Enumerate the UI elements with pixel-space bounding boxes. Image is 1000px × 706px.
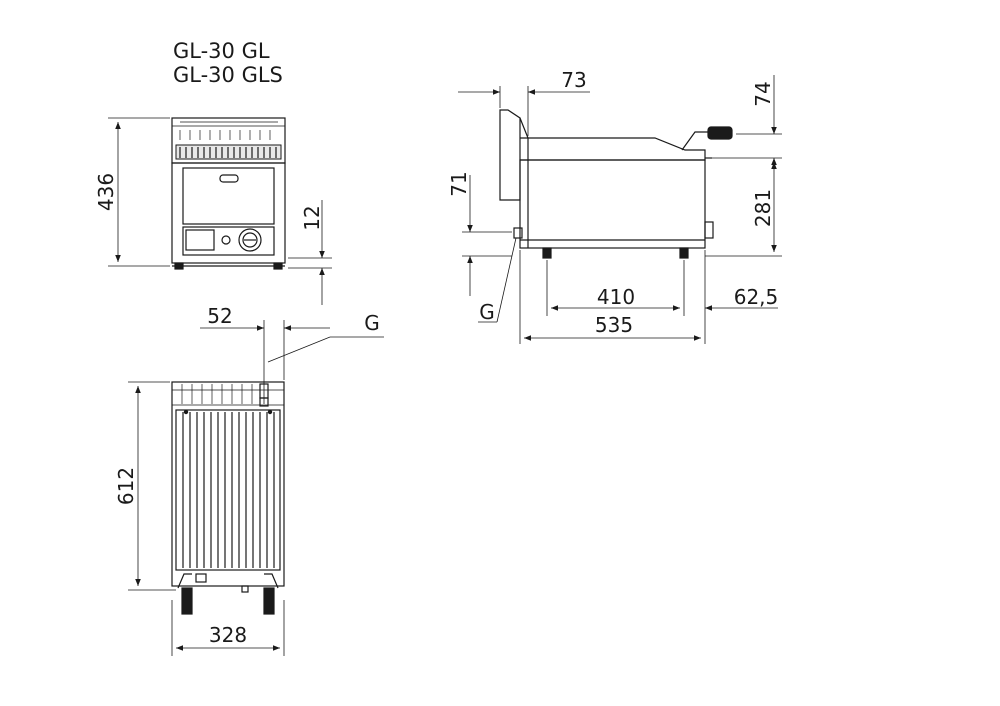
grill-grate [175, 409, 281, 571]
grate-bars [182, 412, 275, 568]
side-handle [681, 131, 710, 151]
gas-label-top: G [364, 311, 380, 335]
leg-left [181, 587, 193, 615]
front-height-label: 436 [94, 173, 118, 211]
model-title-1: GL-30 GL [173, 39, 270, 63]
gas-height-label: 71 [447, 171, 471, 196]
top-slots [181, 384, 253, 404]
handle-height-label: 74 [751, 81, 775, 106]
depth-label: 612 [114, 467, 138, 505]
side-body [519, 159, 706, 249]
dim-depth: 612 [114, 381, 176, 591]
control-panel [182, 226, 275, 256]
gas-label-side: G [479, 300, 495, 324]
side-view [499, 109, 733, 259]
model-title-2: GL-30 GLS [173, 63, 283, 87]
dim-gas-offset: 52 [200, 304, 330, 404]
dim-handle-height: 74 [712, 75, 782, 166]
side-foot-front [542, 247, 552, 259]
grill-bars-front [179, 147, 277, 158]
dim-rear-offset: 62,5 [705, 285, 779, 311]
top-offset-label: 73 [561, 68, 586, 92]
dim-foot-height: 12 [288, 200, 332, 305]
rear-panel [499, 109, 521, 201]
grill-top-slots [179, 121, 278, 140]
total-depth-label: 535 [595, 313, 633, 337]
feet-span-label: 410 [597, 285, 635, 309]
handle-right [264, 573, 279, 589]
top-view [171, 381, 285, 615]
rear-offset-label: 62,5 [734, 285, 779, 309]
dim-gas-height: 71 [447, 171, 512, 296]
gas-knob [238, 228, 262, 252]
foot-height-label: 12 [300, 205, 324, 230]
width-label: 328 [209, 623, 247, 647]
side-foot-rear [679, 247, 689, 259]
body-height-label: 281 [751, 189, 775, 227]
front-view [171, 117, 286, 270]
ignition-button [221, 235, 231, 245]
dim-front-height: 436 [94, 117, 170, 267]
door-handle [219, 174, 239, 183]
dim-top-offset: 73 [458, 68, 590, 136]
handle-left [177, 573, 192, 589]
dim-body-height: 281 [705, 162, 782, 257]
dim-feet-span: 410 [546, 250, 706, 344]
leg-right [263, 587, 275, 615]
gas-inlet [513, 227, 523, 239]
gas-offset-label: 52 [207, 304, 232, 328]
dim-total-depth: 535 [519, 250, 701, 344]
gas-leader-side: G [478, 237, 517, 324]
front-door [182, 167, 275, 225]
gas-leader-top: G [267, 311, 384, 363]
side-handle-grip [707, 126, 733, 140]
dim-width: 328 [171, 600, 285, 656]
